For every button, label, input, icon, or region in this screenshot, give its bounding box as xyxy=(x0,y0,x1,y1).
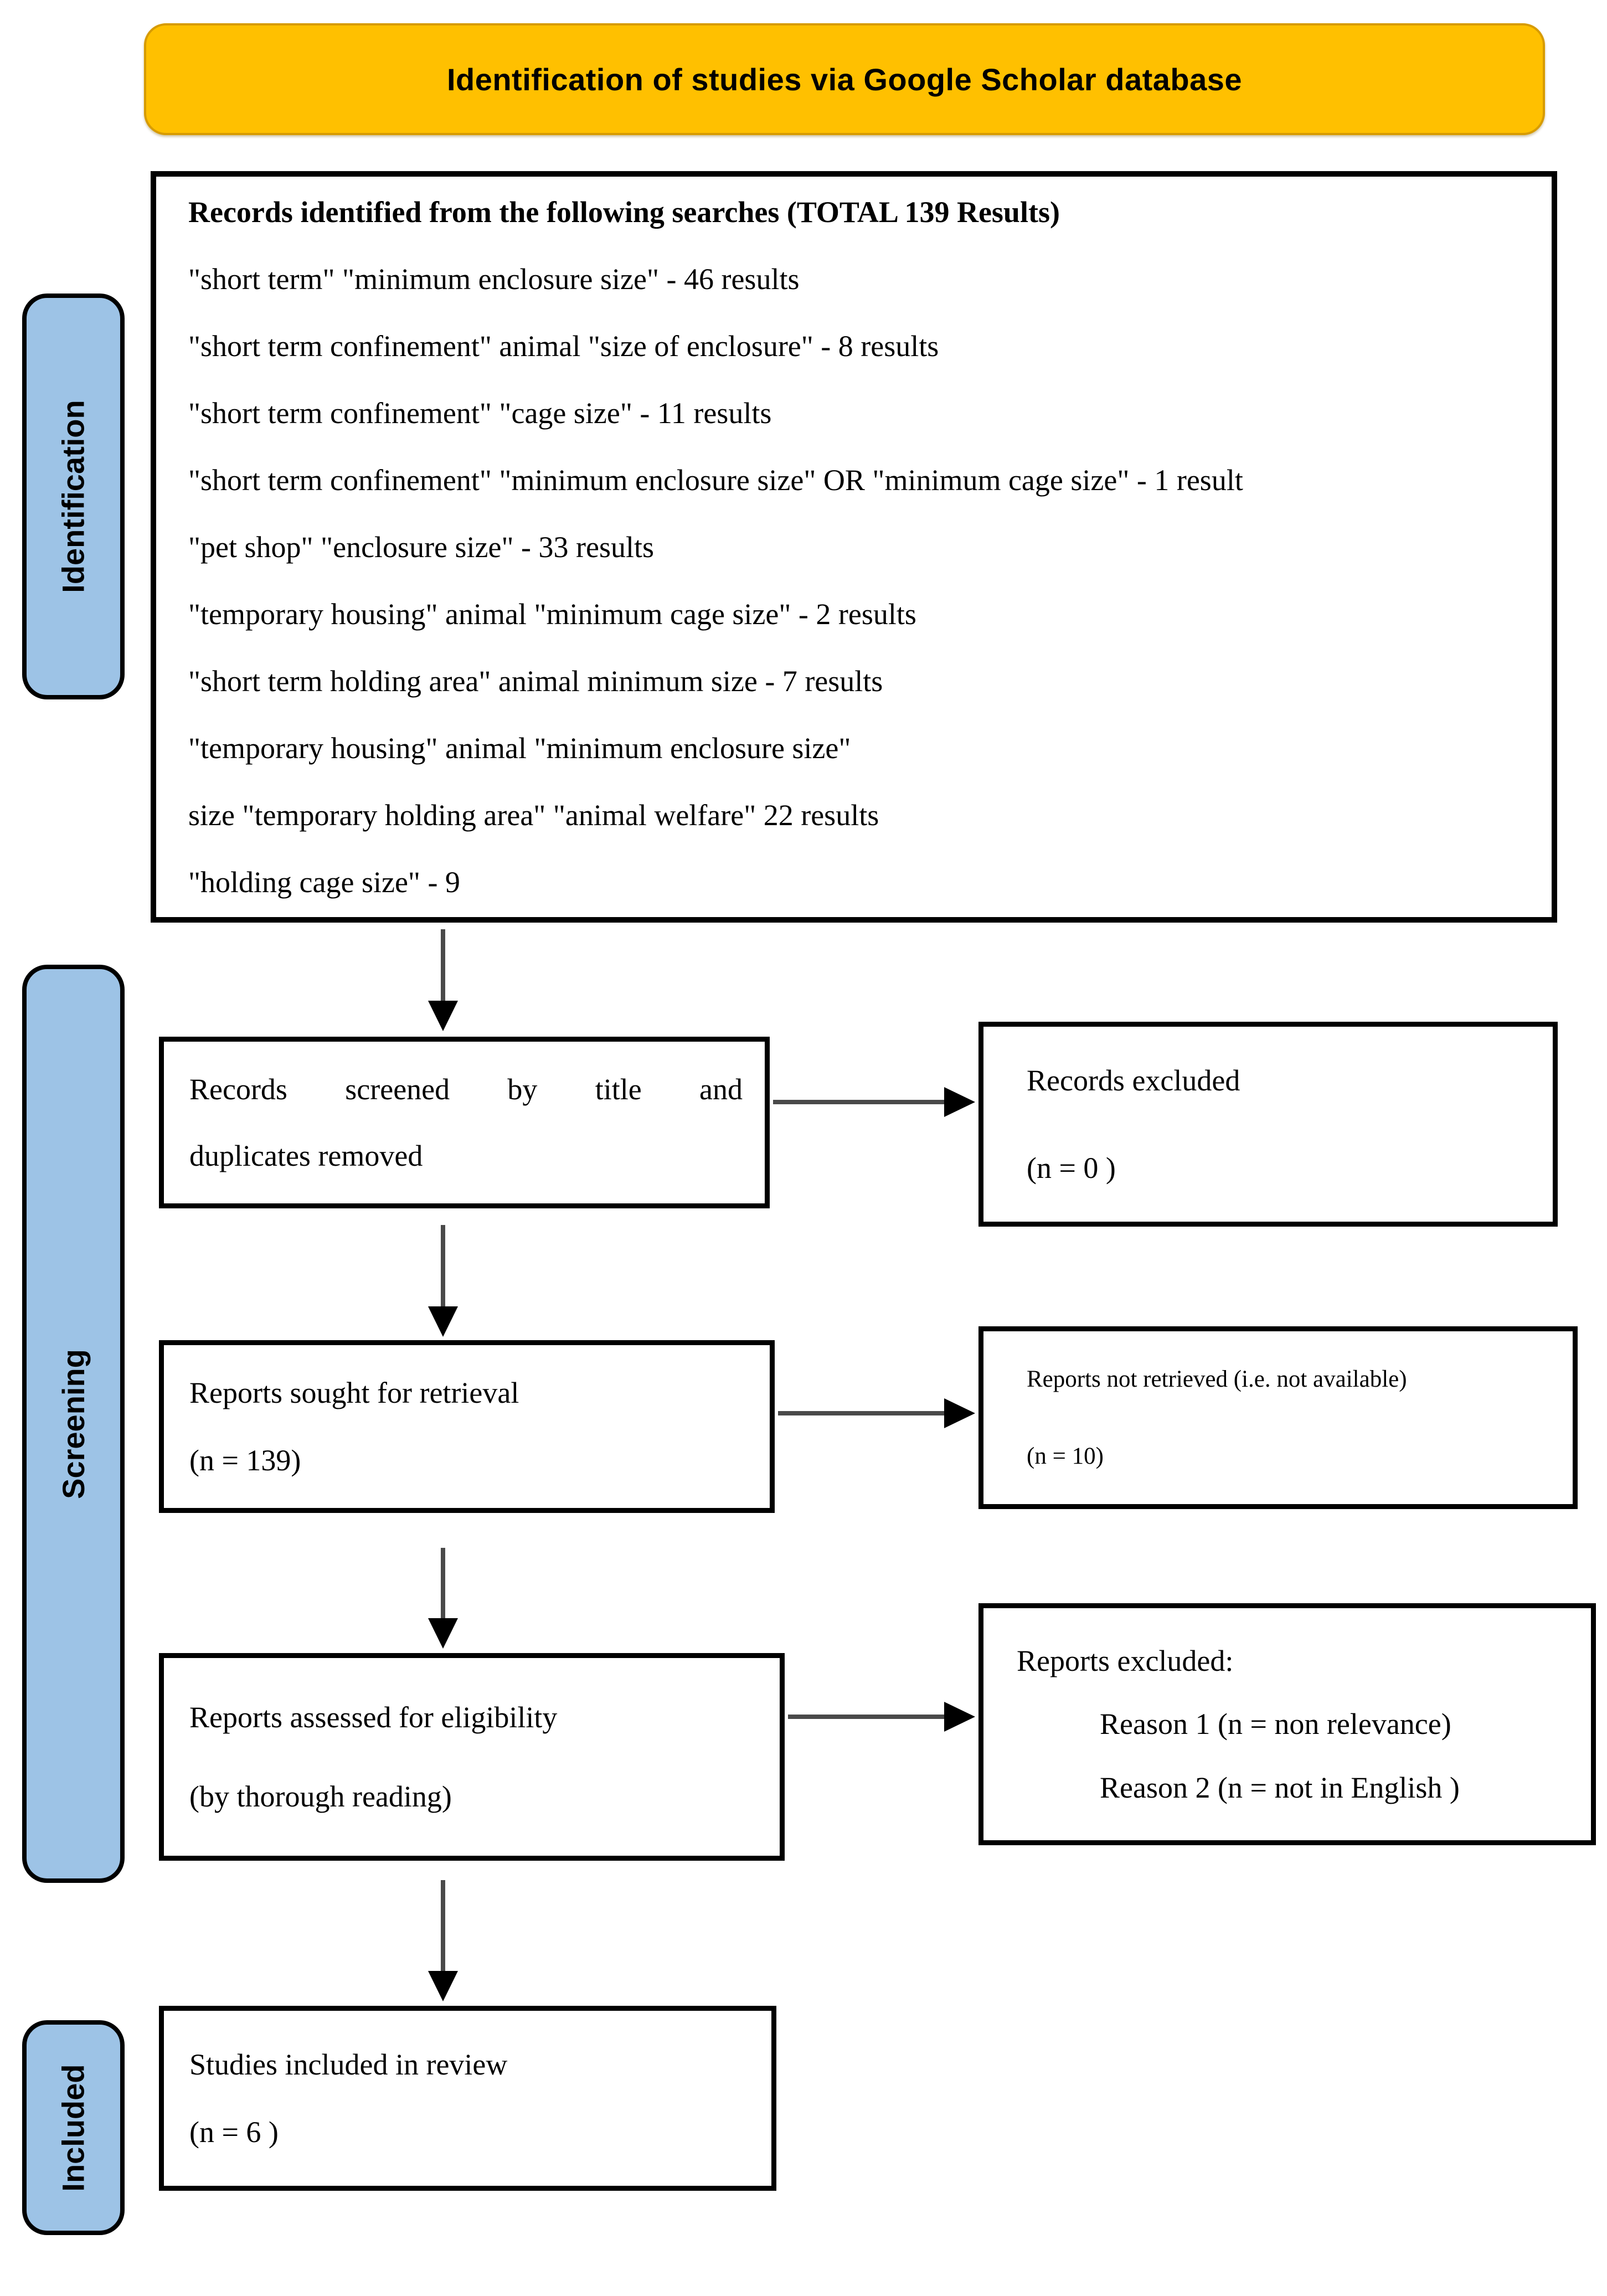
records-identified-box: Records identified from the following se… xyxy=(151,171,1557,923)
search-query-line: "temporary housing" animal "minimum cage… xyxy=(188,598,916,631)
records-excluded-count: (n = 0 ) xyxy=(1027,1151,1116,1185)
arrow-right-screened-to-excluded xyxy=(773,1100,945,1104)
arrow-right-assessed-to-reports-excluded xyxy=(788,1715,945,1719)
records-screened-line1: Records screened by title and xyxy=(189,1072,743,1106)
records-screened-box: Records screened by title and duplicates… xyxy=(159,1037,770,1208)
reports-sought-line1: Reports sought for retrieval xyxy=(189,1376,519,1409)
records-identified-heading: Records identified from the following se… xyxy=(188,195,1060,229)
reports-not-retrieved-line1: Reports not retrieved (i.e. not availabl… xyxy=(1027,1366,1407,1392)
search-query-line: "short term confinement" "minimum enclos… xyxy=(188,464,1243,497)
records-screened-line2: duplicates removed xyxy=(189,1139,423,1172)
arrow-down-sought-to-assessed xyxy=(441,1548,445,1619)
reports-excluded-box: Reports excluded: Reason 1 (n = non rele… xyxy=(978,1603,1596,1845)
arrow-down-screened-to-sought xyxy=(441,1225,445,1307)
search-query-line: size "temporary holding area" "animal we… xyxy=(188,799,879,832)
reports-assessed-line1: Reports assessed for eligibility xyxy=(189,1701,558,1734)
banner-title: Identification of studies via Google Sch… xyxy=(446,61,1243,97)
arrow-right-sought-to-not-retrieved xyxy=(778,1411,945,1415)
reports-not-retrieved-count: (n = 10) xyxy=(1027,1443,1104,1469)
studies-included-line1: Studies included in review xyxy=(189,2047,508,2081)
search-query-line: "short term" "minimum enclosure size" - … xyxy=(188,262,800,296)
reports-sought-box: Reports sought for retrieval (n = 139) xyxy=(159,1340,775,1513)
sidebar-stage-identification-label: Identification xyxy=(56,400,91,593)
reports-excluded-reason1: Reason 1 (n = non relevance) xyxy=(1100,1707,1451,1741)
sidebar-stage-identification: Identification xyxy=(22,294,125,699)
banner-identification-via-google-scholar: Identification of studies via Google Sch… xyxy=(144,23,1545,135)
reports-assessed-line2: (by thorough reading) xyxy=(189,1779,452,1813)
reports-assessed-box: Reports assessed for eligibility (by tho… xyxy=(159,1653,785,1861)
reports-excluded-reason2: Reason 2 (n = not in English ) xyxy=(1100,1770,1460,1804)
search-query-line: "temporary housing" animal "minimum encl… xyxy=(188,732,851,765)
studies-included-box: Studies included in review (n = 6 ) xyxy=(159,2006,776,2191)
search-query-line: "short term holding area" animal minimum… xyxy=(188,665,883,698)
sidebar-stage-screening: Screening xyxy=(22,965,125,1883)
search-query-line: "holding cage size" - 9 xyxy=(188,866,460,899)
reports-not-retrieved-box: Reports not retrieved (i.e. not availabl… xyxy=(978,1326,1578,1509)
arrow-down-identified-to-screened xyxy=(441,929,445,1001)
search-query-line: "pet shop" "enclosure size" - 33 results xyxy=(188,531,654,564)
arrow-down-assessed-to-included xyxy=(441,1880,445,1971)
reports-sought-count: (n = 139) xyxy=(189,1444,301,1477)
search-query-line: "short term confinement" animal "size of… xyxy=(188,330,939,363)
studies-included-count: (n = 6 ) xyxy=(189,2115,279,2149)
reports-excluded-title: Reports excluded: xyxy=(1017,1644,1234,1678)
sidebar-stage-included: Included xyxy=(22,2020,125,2235)
search-query-line: "short term confinement" "cage size" - 1… xyxy=(188,397,772,430)
sidebar-stage-included-label: Included xyxy=(56,2063,91,2192)
records-excluded-box: Records excluded (n = 0 ) xyxy=(978,1022,1558,1227)
records-excluded-line1: Records excluded xyxy=(1027,1063,1240,1097)
sidebar-stage-screening-label: Screening xyxy=(56,1348,91,1499)
